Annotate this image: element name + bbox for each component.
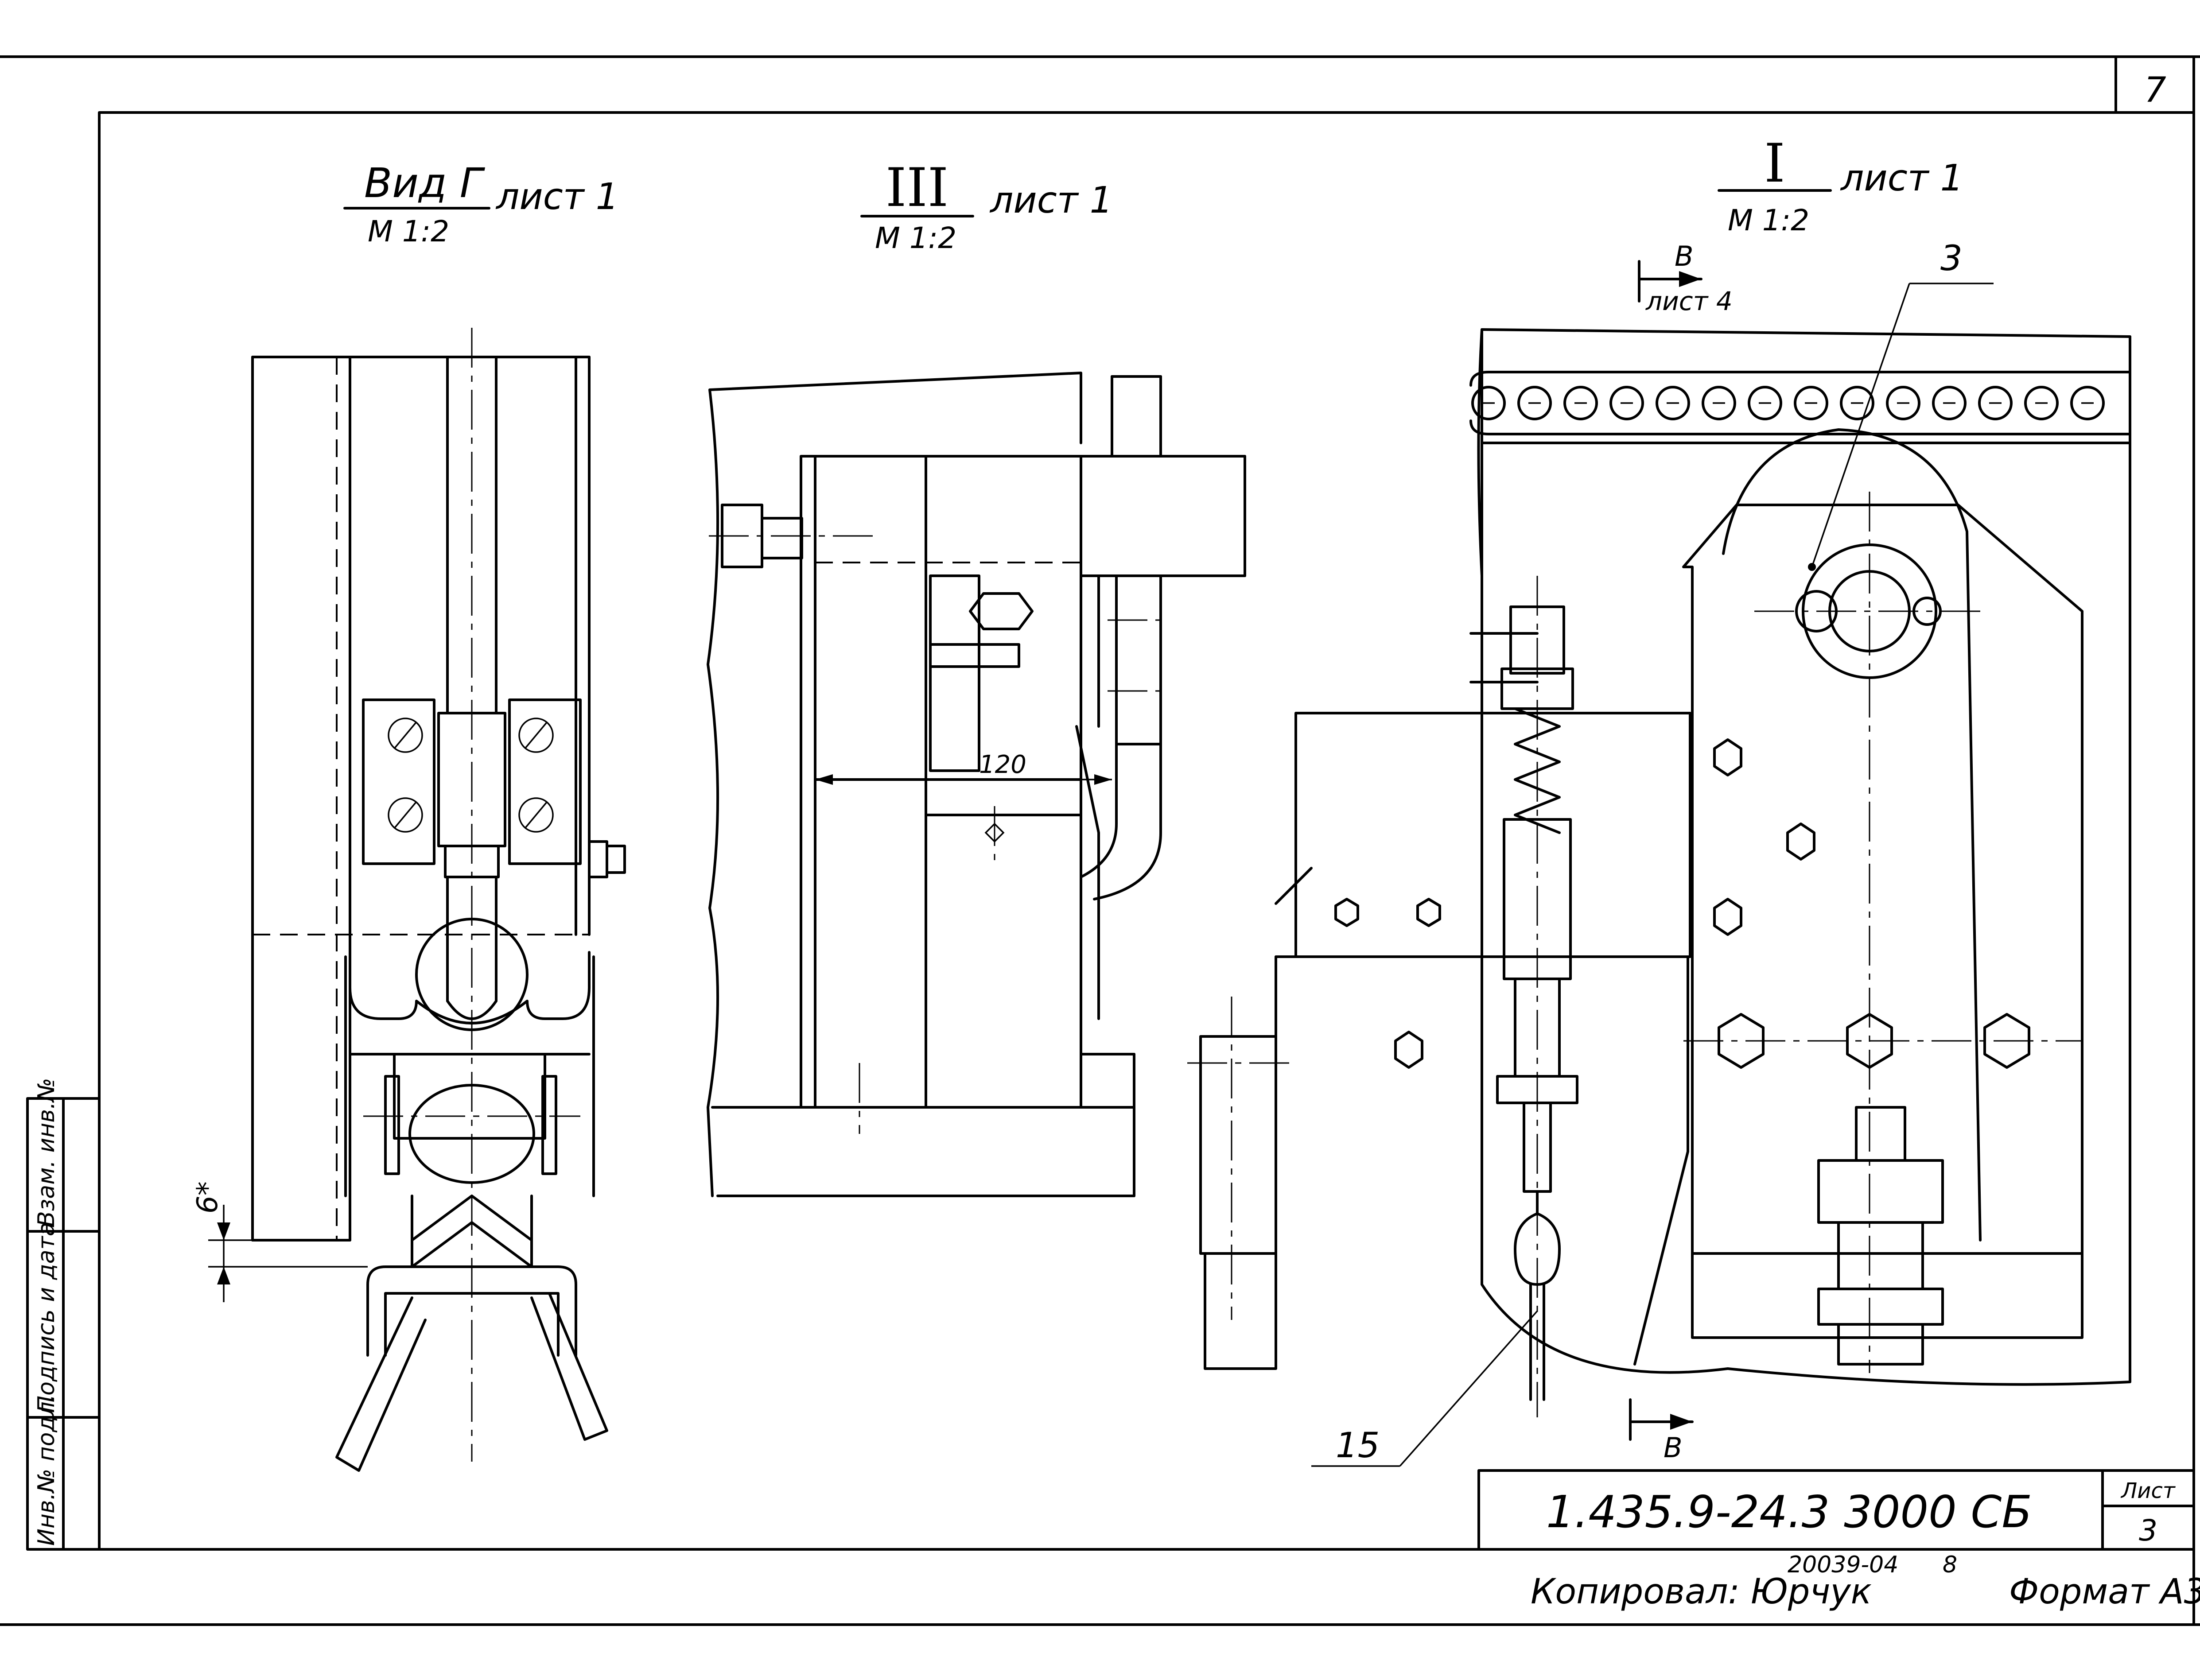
- title-block: [1477, 1469, 2195, 1551]
- sheet-frame: [0, 55, 2200, 1626]
- chain-ring: [1702, 386, 1736, 420]
- sheet-format: Формат А3: [2009, 1572, 2200, 1612]
- order-code: 20039-04: [1788, 1552, 1898, 1578]
- stamp-field-inv-podl: Инв.№ подл.: [33, 1394, 60, 1546]
- chain-ring: [1748, 386, 1782, 420]
- view-g-name: Вид Г: [364, 159, 486, 207]
- title-sheet-value: 3: [2139, 1513, 2157, 1548]
- chain-ring: [1794, 386, 1828, 420]
- chain-ring: [2070, 386, 2105, 420]
- view-3-drawing: [707, 372, 1246, 1197]
- view-3-name: III: [886, 157, 948, 219]
- chain-ring: [1563, 386, 1598, 420]
- side-stamp: [26, 1097, 101, 1551]
- title-sheet-label: Лист: [2120, 1478, 2176, 1503]
- dimension-120: 120: [979, 750, 1026, 779]
- view-3-sheet-ref: лист 1: [989, 179, 1113, 221]
- view-1-sheet-ref: лист 1: [1840, 157, 1963, 199]
- dimension-6: 6*: [191, 1181, 224, 1214]
- chain-top: [1469, 371, 2131, 435]
- order-suffix: 8: [1943, 1552, 1957, 1578]
- chain-ring: [1471, 386, 1506, 420]
- callout-15: 15: [1336, 1426, 1380, 1466]
- chain-ring: [1517, 386, 1552, 420]
- stamp-field-podpis: Подпись и дата: [33, 1222, 60, 1413]
- view-g-drawing: [208, 328, 626, 1472]
- chain-ring: [1886, 386, 1920, 420]
- view-1-drawing: [1187, 260, 2131, 1467]
- chain-ring: [1932, 386, 1967, 420]
- copied-by: Копировал: Юрчук: [1531, 1572, 1872, 1612]
- title-designation: 1.435.9-24.3 3000 СБ: [1546, 1486, 2032, 1538]
- view-3-scale: М 1:2: [875, 221, 956, 255]
- section-sheet-ref: лист 4: [1645, 286, 1733, 316]
- section-letter-top: В: [1675, 240, 1694, 272]
- section-letter-bottom: В: [1664, 1432, 1683, 1464]
- stamp-field-vzam: Взам. инв.№: [33, 1078, 60, 1227]
- chain-rings: [1471, 386, 2105, 420]
- view-1-name: I: [1764, 133, 1785, 194]
- page-number: 7: [2144, 70, 2166, 110]
- chain-ring: [2024, 386, 2059, 420]
- chain-ring: [1656, 386, 1690, 420]
- callout-3: 3: [1940, 239, 1963, 279]
- chain-ring: [1978, 386, 2013, 420]
- view-1-scale: М 1:2: [1728, 203, 1809, 237]
- view-g-scale: М 1:2: [368, 214, 449, 248]
- chain-ring: [1609, 386, 1644, 420]
- view-g-sheet-ref: лист 1: [495, 176, 619, 218]
- chain-ring: [1840, 386, 1874, 420]
